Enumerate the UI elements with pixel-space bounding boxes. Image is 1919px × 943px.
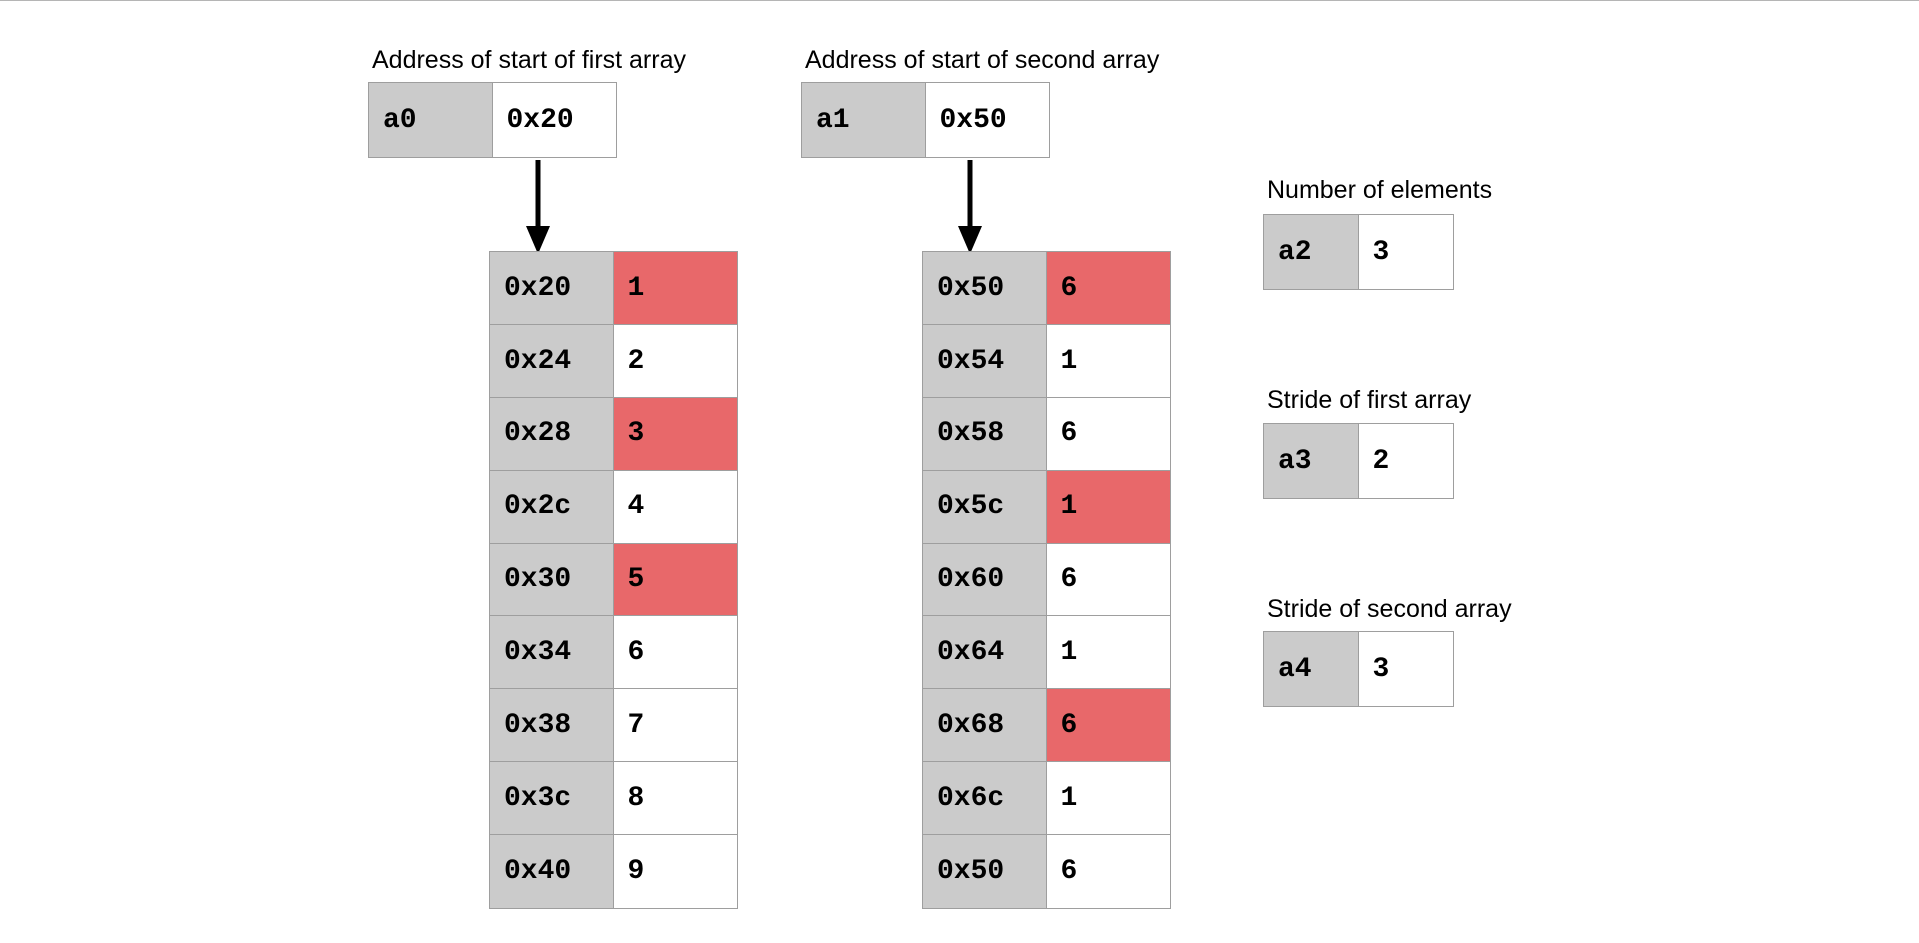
memory-value-highlighted: 1: [1045, 469, 1171, 545]
a4-caption: Stride of second array: [1267, 595, 1512, 623]
top-divider: [0, 0, 1919, 1]
register-name: a2: [1263, 214, 1359, 290]
pointer-arrow-a1: [958, 160, 982, 254]
memory-value: 1: [1045, 323, 1171, 399]
memory-address: 0x30: [489, 542, 614, 617]
register-name: a4: [1263, 631, 1359, 707]
register-name: a1: [801, 82, 926, 158]
memory-value-highlighted: 6: [1045, 688, 1171, 763]
memory-value: 2: [612, 323, 738, 399]
memory-address: 0x54: [922, 323, 1047, 399]
memory-address: 0x6c: [922, 761, 1047, 836]
memory-address: 0x40: [489, 834, 614, 909]
memory-value: 4: [612, 469, 738, 545]
register-a1: a1 0x50: [801, 82, 1050, 158]
memory-value-highlighted: 1: [612, 251, 738, 326]
register-name: a3: [1263, 423, 1359, 499]
memory-address: 0x50: [922, 834, 1047, 909]
a2-caption: Number of elements: [1267, 176, 1493, 204]
memory-address: 0x68: [922, 688, 1047, 763]
memory-address: 0x50: [922, 251, 1047, 326]
register-a2: a2 3: [1263, 214, 1454, 290]
memory-value: 8: [612, 761, 738, 836]
memory-address: 0x2c: [489, 469, 614, 545]
memory-value: 6: [1045, 542, 1171, 617]
memory-value-highlighted: 5: [612, 542, 738, 617]
memory-value: 6: [1045, 396, 1171, 472]
memory-address: 0x5c: [922, 469, 1047, 545]
memory-address: 0x34: [489, 615, 614, 690]
register-value: 0x20: [491, 82, 617, 158]
memory-value: 6: [1045, 834, 1171, 909]
memory-address: 0x64: [922, 615, 1047, 690]
register-a4: a4 3: [1263, 631, 1454, 707]
memory-value: 1: [1045, 761, 1171, 836]
a0-caption: Address of start of first array: [372, 46, 686, 74]
memory-value: 7: [612, 688, 738, 763]
memory-address: 0x3c: [489, 761, 614, 836]
register-value: 0x50: [924, 82, 1050, 158]
memory-value: 6: [612, 615, 738, 690]
register-value: 3: [1357, 631, 1454, 707]
memory-value-highlighted: 6: [1045, 251, 1171, 326]
memory-value-highlighted: 3: [612, 396, 738, 472]
pointer-arrow-a0: [526, 160, 550, 254]
register-a3: a3 2: [1263, 423, 1454, 499]
memory-address: 0x38: [489, 688, 614, 763]
register-name: a0: [368, 82, 493, 158]
register-value: 3: [1357, 214, 1454, 290]
a3-caption: Stride of first array: [1267, 386, 1472, 414]
register-a0: a0 0x20: [368, 82, 617, 158]
memory-address: 0x20: [489, 251, 614, 326]
memory-address: 0x60: [922, 542, 1047, 617]
memory-address: 0x24: [489, 323, 614, 399]
memory-value: 9: [612, 834, 738, 909]
memory-value: 1: [1045, 615, 1171, 690]
memory-address: 0x28: [489, 396, 614, 472]
register-value: 2: [1357, 423, 1454, 499]
a1-caption: Address of start of second array: [805, 46, 1160, 74]
memory-address: 0x58: [922, 396, 1047, 472]
